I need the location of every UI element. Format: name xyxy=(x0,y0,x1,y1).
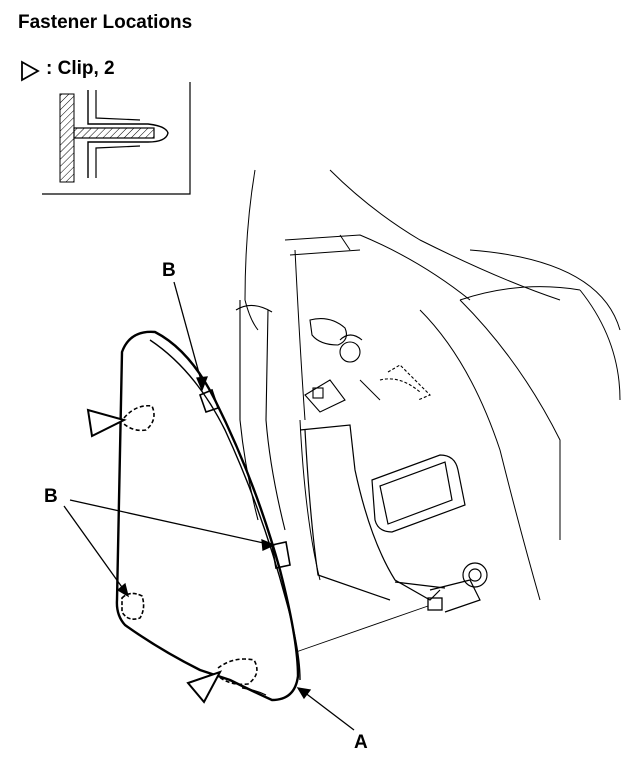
trim-panel-a xyxy=(115,330,301,702)
clip-triangle-icon xyxy=(186,670,223,704)
mounting-bracket xyxy=(299,424,488,613)
clip-positions xyxy=(123,404,258,686)
clip-detail-inset xyxy=(42,82,191,195)
clip-triangle-icon xyxy=(21,60,40,82)
callout-b-top: B xyxy=(162,260,176,281)
vehicle-body-outline xyxy=(244,169,621,601)
callout-a: A xyxy=(354,732,368,753)
page-title: Fastener Locations xyxy=(18,12,193,33)
clip-triangle-icon xyxy=(86,408,127,438)
pillar-trim xyxy=(235,300,286,531)
access-panel xyxy=(371,454,466,533)
callout-b-left: B xyxy=(44,486,58,507)
legend-text: : Clip, 2 xyxy=(46,58,115,79)
upper-hardware xyxy=(304,318,431,413)
leader-lines xyxy=(63,281,429,731)
clip-b-tabs xyxy=(121,388,291,620)
